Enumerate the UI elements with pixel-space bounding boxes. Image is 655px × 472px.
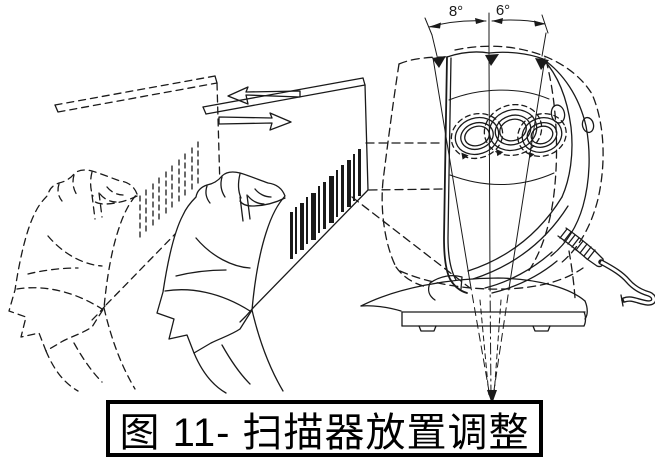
angle-dimension: 8° 6°	[424, 2, 549, 57]
scanner	[360, 45, 655, 404]
scan-axis-lines	[432, 54, 546, 404]
lens-ring-left	[450, 112, 504, 160]
scanner-base	[360, 277, 588, 332]
solid-hand-card-group	[156, 77, 369, 394]
convergence-down-arrow-icon	[487, 390, 497, 404]
scanner-cable	[557, 227, 655, 307]
scanline-connectors	[351, 142, 471, 289]
caption-box: 图 11- 扫描器放置调整	[106, 400, 543, 457]
barcode	[290, 149, 361, 259]
ghost-barcode	[139, 141, 199, 239]
lens-ring-right	[517, 112, 567, 158]
caption-text: 图 11- 扫描器放置调整	[119, 410, 530, 455]
solid-hand-card	[156, 77, 369, 394]
ghost-hand-card-group	[8, 75, 221, 392]
angle-label-8: 8°	[449, 3, 463, 20]
angle-label-6: 6°	[496, 2, 510, 19]
move-right-arrow-icon	[218, 112, 292, 131]
scanner-body	[428, 51, 595, 301]
